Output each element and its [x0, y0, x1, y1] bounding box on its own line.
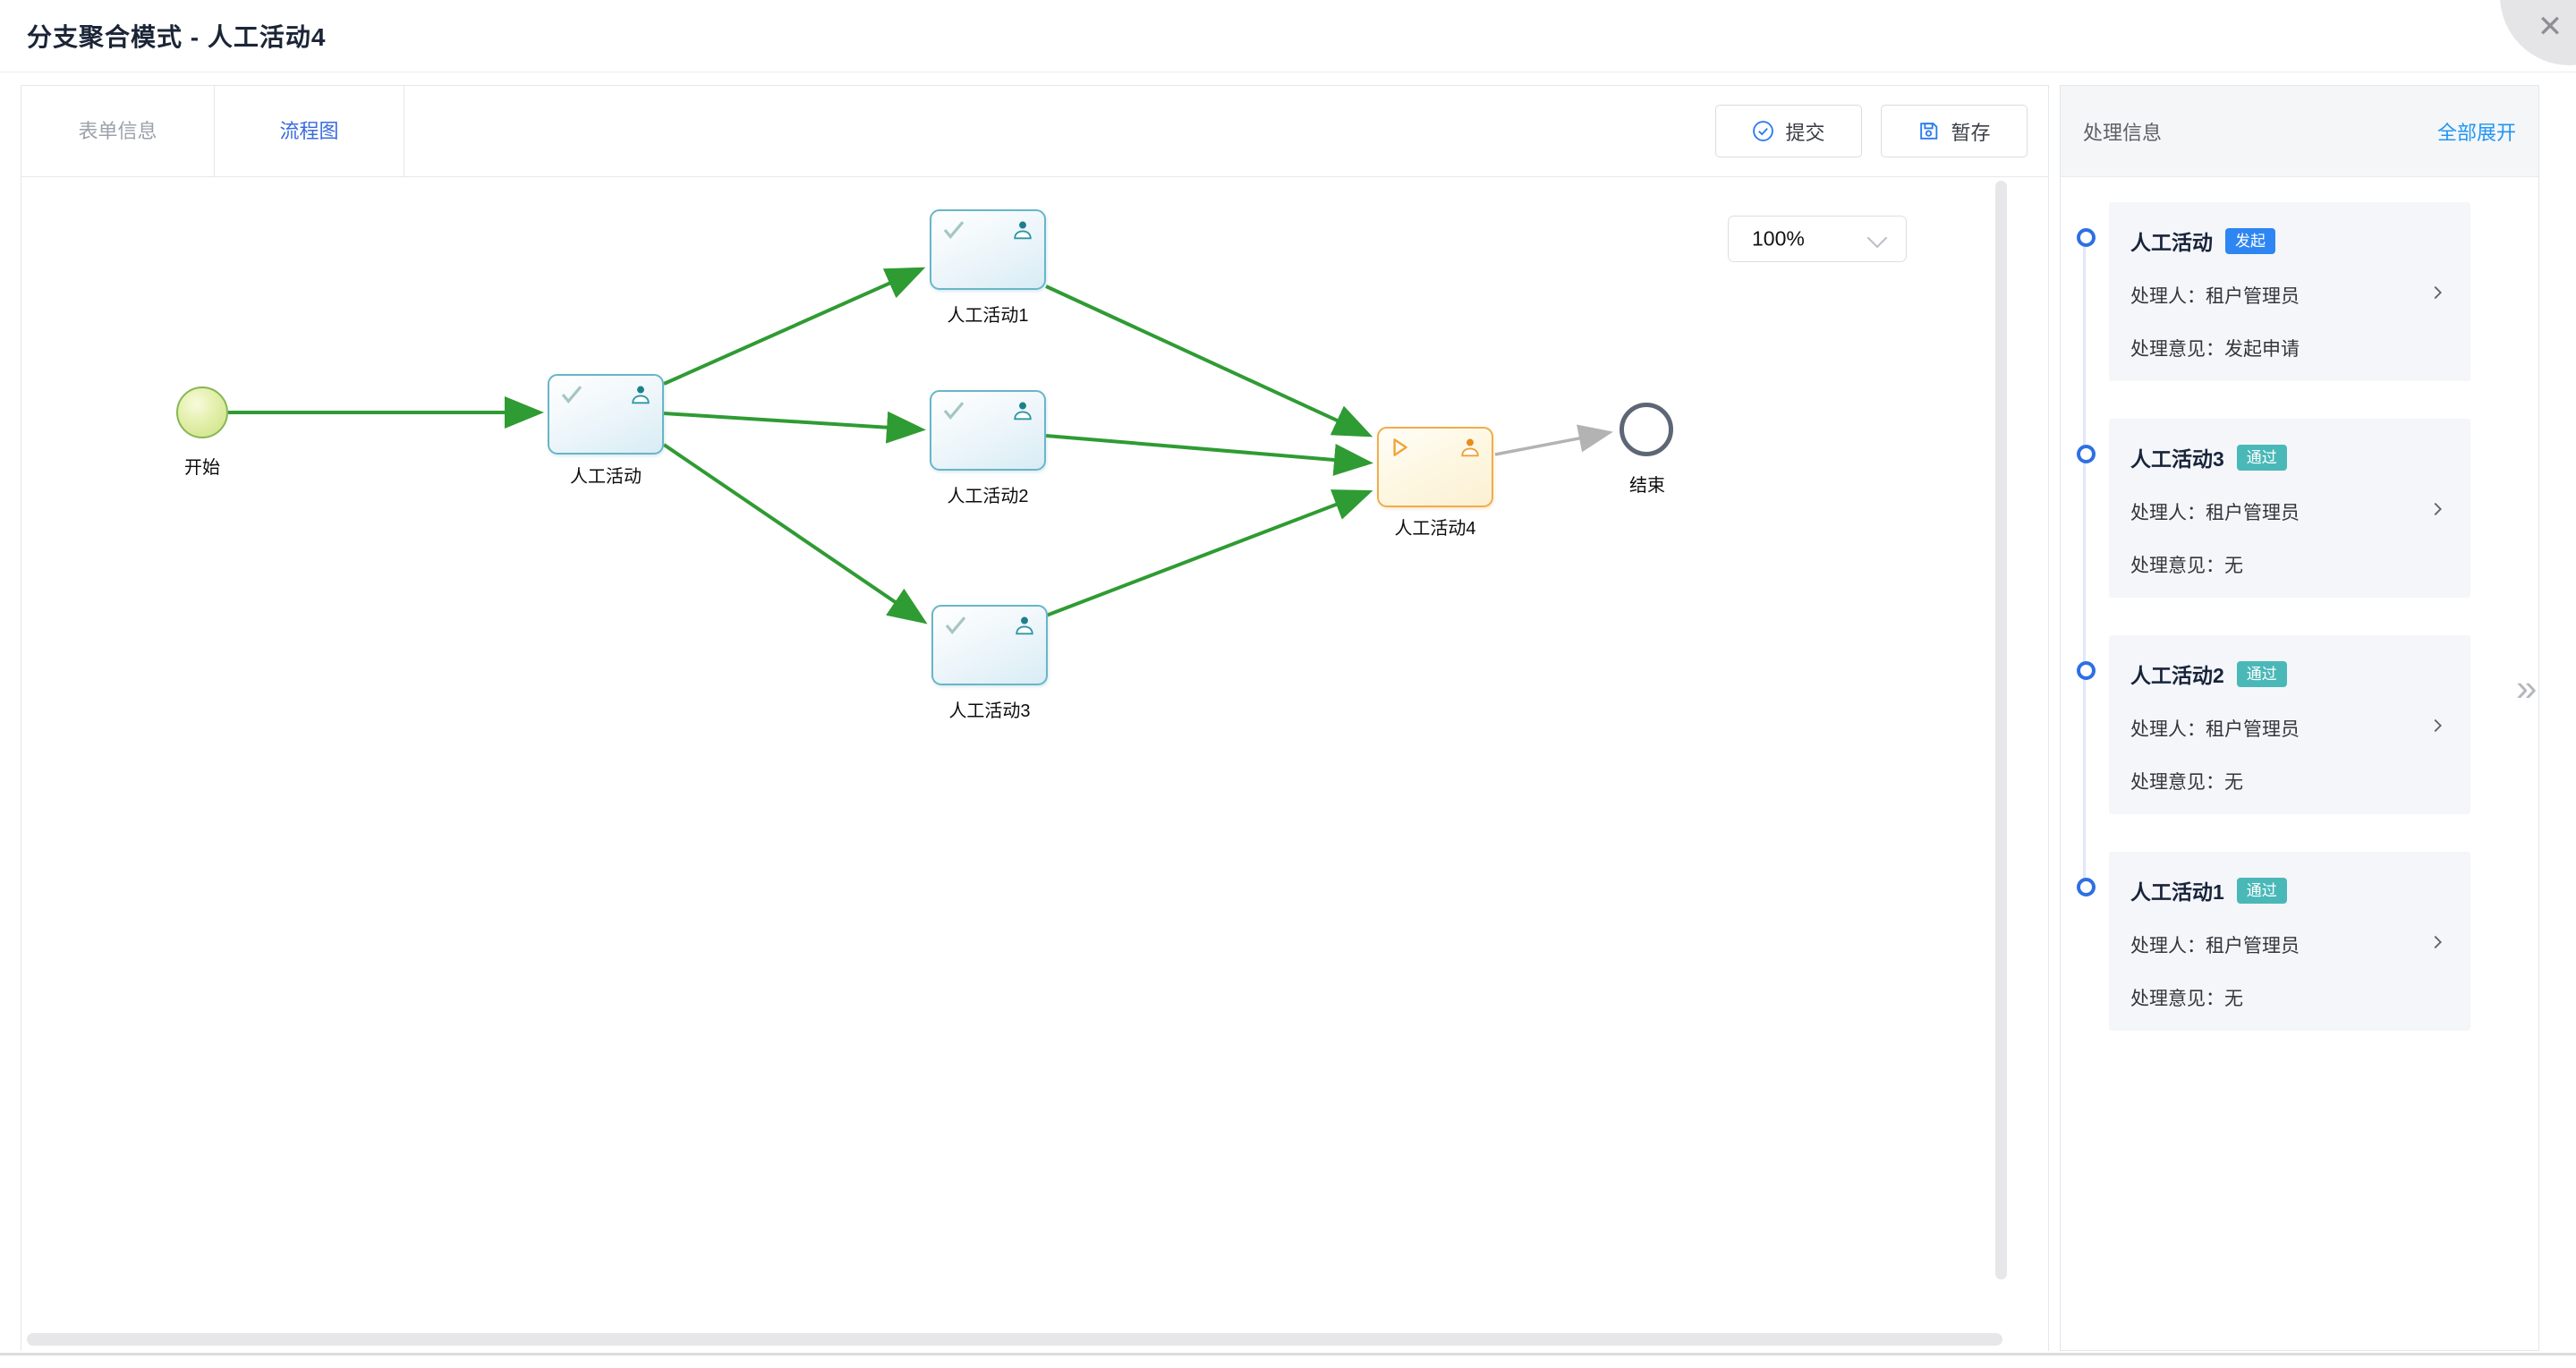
- handler-value: 租户管理员: [2206, 719, 2300, 740]
- opinion-value: 无: [2224, 556, 2243, 576]
- flow-node-activity3[interactable]: [931, 605, 1048, 685]
- handler-row[interactable]: 处理人：租户管理员: [2130, 931, 2449, 958]
- opinion-value: 无: [2224, 989, 2243, 1009]
- chevron-right-icon[interactable]: [2427, 716, 2447, 735]
- check-icon: [940, 399, 967, 427]
- page-title: 分支聚合模式 - 人工活动4: [27, 23, 327, 51]
- zoom-select[interactable]: 100%: [1728, 216, 1907, 262]
- flow-node-activity3-label: 人工活动3: [948, 701, 1031, 721]
- submit-label: 提交: [1785, 121, 1825, 144]
- tab-flow-diagram[interactable]: 流程图: [215, 86, 404, 176]
- opinion-label: 处理意见：: [2130, 339, 2224, 360]
- chevron-right-icon[interactable]: [2427, 499, 2447, 519]
- status-badge: 通过: [2236, 877, 2287, 904]
- handler-row[interactable]: 处理人：租户管理员: [2130, 282, 2449, 309]
- chevron-right-icon[interactable]: [2427, 283, 2447, 302]
- card-title: 人工活动: [2130, 231, 2213, 254]
- handler-label: 处理人：: [2130, 286, 2206, 307]
- flow-node-end-label: 结束: [1629, 476, 1665, 496]
- user-icon: [1010, 217, 1035, 247]
- check-circle-icon: [1752, 120, 1774, 142]
- title-bar: 分支聚合模式 - 人工活动4: [0, 0, 2576, 72]
- flow-node-start-label: 开始: [184, 458, 220, 478]
- opinion-label: 处理意见：: [2130, 772, 2224, 793]
- flow-node-activity1-label: 人工活动1: [947, 306, 1029, 326]
- handler-row[interactable]: 处理人：租户管理员: [2130, 715, 2449, 742]
- handler-row[interactable]: 处理人：租户管理员: [2130, 498, 2449, 525]
- save-icon: [1917, 120, 1940, 142]
- opinion-value: 发起申请: [2224, 339, 2300, 360]
- expand-all-link[interactable]: 全部展开: [2436, 121, 2516, 144]
- flow-connectors: [228, 267, 1613, 625]
- horizontal-scrollbar[interactable]: [27, 1333, 2002, 1346]
- close-icon[interactable]: ✕: [2537, 10, 2563, 44]
- play-icon: [1388, 436, 1411, 463]
- opinion-row: 处理意见：无: [2130, 984, 2449, 1011]
- process-card[interactable]: 人工活动3 通过 处理人：租户管理员 处理意见：无: [2077, 419, 2470, 598]
- opinion-label: 处理意见：: [2130, 556, 2224, 576]
- flow-node-activity2-label: 人工活动2: [947, 487, 1029, 506]
- flow-node-end[interactable]: [1620, 403, 1673, 456]
- process-info-panel: 处理信息 全部展开 人工活动 发起 处理人：租户管理员 处理意见：发起申请 人工…: [2060, 85, 2539, 1351]
- chevron-down-icon: [1866, 227, 1888, 249]
- handler-label: 处理人：: [2130, 719, 2206, 740]
- opinion-row: 处理意见：无: [2130, 768, 2449, 794]
- collapse-panel-icon[interactable]: »: [2516, 667, 2538, 709]
- check-icon: [942, 614, 969, 642]
- flow-node-activity2[interactable]: [930, 390, 1046, 471]
- timeline-dot: [2077, 878, 2096, 896]
- panel-header: 处理信息 全部展开: [2061, 86, 2538, 177]
- timeline: 人工活动 发起 处理人：租户管理员 处理意见：发起申请 人工活动3 通过 处理人…: [2061, 177, 2538, 1350]
- tab-bar: 表单信息 流程图 提交 暂存: [21, 86, 2048, 177]
- main-content: 表单信息 流程图 提交 暂存: [21, 85, 2049, 1351]
- flow-node-activity1[interactable]: [930, 209, 1046, 290]
- submit-button[interactable]: 提交: [1715, 105, 1862, 157]
- flow-node-activity-label: 人工活动: [570, 467, 642, 487]
- opinion-label: 处理意见：: [2130, 989, 2224, 1009]
- timeline-dot: [2077, 445, 2096, 463]
- status-badge: 通过: [2236, 444, 2287, 471]
- flow-canvas[interactable]: 开始 人工活动 人工活动1: [21, 177, 2048, 1351]
- card-title: 人工活动3: [2130, 447, 2224, 471]
- tab-form-info[interactable]: 表单信息: [21, 86, 215, 176]
- check-icon: [940, 218, 967, 246]
- timeline-dot: [2077, 228, 2096, 247]
- user-icon: [1010, 398, 1035, 428]
- process-card[interactable]: 人工活动2 通过 处理人：租户管理员 处理意见：无: [2077, 635, 2470, 814]
- process-card[interactable]: 人工活动 发起 处理人：租户管理员 处理意见：发起申请: [2077, 202, 2470, 381]
- flow-node-activity4-label: 人工活动4: [1394, 519, 1476, 539]
- handler-label: 处理人：: [2130, 936, 2206, 956]
- opinion-value: 无: [2224, 772, 2243, 793]
- user-icon: [1458, 435, 1483, 464]
- process-card[interactable]: 人工活动1 通过 处理人：租户管理员 处理意见：无: [2077, 852, 2470, 1031]
- flow-node-activity4-current[interactable]: [1377, 427, 1493, 507]
- handler-label: 处理人：: [2130, 503, 2206, 523]
- flow-node-start[interactable]: [176, 387, 228, 438]
- vertical-scrollbar[interactable]: [1995, 181, 2007, 1279]
- card-title: 人工活动2: [2130, 664, 2224, 687]
- flow-node-activity[interactable]: [548, 374, 664, 455]
- handler-value: 租户管理员: [2206, 503, 2300, 523]
- panel-title: 处理信息: [2083, 121, 2163, 144]
- timeline-dot: [2077, 661, 2096, 680]
- user-icon: [628, 382, 653, 412]
- check-icon: [558, 383, 585, 411]
- handler-value: 租户管理员: [2206, 286, 2300, 307]
- timeline-connector: [2083, 240, 2086, 886]
- opinion-row: 处理意见：发起申请: [2130, 335, 2449, 361]
- user-icon: [1012, 613, 1037, 642]
- save-draft-button[interactable]: 暂存: [1881, 105, 2028, 157]
- chevron-right-icon[interactable]: [2427, 932, 2447, 952]
- zoom-value: 100%: [1752, 226, 1805, 251]
- card-title: 人工活动1: [2130, 880, 2224, 904]
- status-badge: 通过: [2236, 660, 2287, 687]
- save-label: 暂存: [1951, 121, 1991, 144]
- status-badge: 发起: [2225, 227, 2275, 254]
- opinion-row: 处理意见：无: [2130, 551, 2449, 578]
- window-bottom-edge: [0, 1353, 2576, 1355]
- handler-value: 租户管理员: [2206, 936, 2300, 956]
